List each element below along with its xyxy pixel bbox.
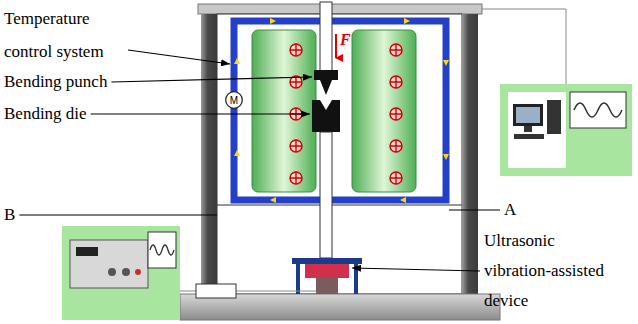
generator-panel — [62, 226, 180, 320]
flow-arrow-part — [270, 18, 276, 24]
punch-and-die — [312, 2, 340, 258]
circle-outline — [226, 92, 243, 109]
flow-arrow-part — [443, 154, 449, 160]
generator-panel-part — [70, 240, 148, 288]
generator-panel-part — [108, 268, 116, 276]
generator-panel-part — [76, 247, 98, 256]
punch-and-die-part — [312, 100, 340, 132]
node-text: M — [230, 95, 238, 106]
part-label: Bending punch — [4, 72, 107, 92]
frame-part — [217, 205, 462, 206]
ultrasonic-device-part — [296, 264, 300, 294]
flow-arrow — [234, 18, 449, 203]
frame-part — [217, 14, 462, 294]
leader-line — [352, 268, 480, 271]
frame — [180, 4, 500, 320]
generator-panel-part — [150, 245, 174, 255]
computer-panel-part — [570, 92, 626, 128]
force-arrow — [336, 34, 337, 58]
connector-box — [196, 284, 236, 298]
part-label: Bending die — [4, 104, 87, 124]
leader-line — [91, 113, 310, 114]
punch-and-die-part — [320, 2, 332, 72]
temperature-chamber-part — [352, 30, 416, 192]
ultrasonic-device-part — [316, 278, 338, 294]
frame-part — [198, 4, 482, 14]
generator-panel-part — [122, 268, 130, 276]
flow-arrow-part — [234, 58, 240, 64]
leader-line — [111, 77, 312, 82]
computer-panel — [500, 84, 632, 176]
flow-arrow-part — [234, 150, 240, 156]
generator-panel-part — [148, 232, 176, 268]
frame-part — [201, 14, 217, 294]
punch-and-die-part — [320, 132, 332, 258]
ultrasonic-device-part — [292, 258, 362, 264]
flow-arrow-part — [404, 18, 410, 24]
leader-line — [128, 50, 230, 64]
computer-panel-part — [500, 84, 632, 176]
generator-panel-part — [135, 269, 141, 275]
signal-wire-part — [236, 291, 316, 292]
computer-panel-part — [508, 92, 566, 168]
motor-circle: M — [225, 91, 243, 109]
temperature-chamber-part — [252, 30, 316, 192]
computer-panel-part — [574, 103, 622, 117]
temperature-chamber-part — [234, 21, 446, 200]
connector-box-part — [196, 284, 236, 298]
temperature-chamber — [234, 21, 446, 200]
part-label: Temperature control system — [4, 2, 124, 68]
signal-wire-part — [180, 291, 196, 292]
flow-arrow-part — [443, 60, 449, 66]
part-label: Ultrasonic vibration-assisted device — [484, 226, 620, 316]
ultrasonic-device — [292, 258, 362, 294]
computer-panel-part — [513, 104, 543, 126]
computer-panel-part — [516, 107, 540, 123]
force-label: F — [340, 30, 351, 50]
flow-arrow-part — [270, 197, 276, 203]
punch-and-die-part — [314, 70, 338, 95]
generator-panel-part — [62, 226, 180, 320]
boundary-label: A — [504, 200, 516, 220]
signal-wire-part — [482, 9, 566, 84]
ultrasonic-device-part — [305, 264, 349, 278]
frame-part — [462, 14, 478, 294]
force-arrow-part — [335, 34, 337, 58]
computer-panel-part — [547, 100, 561, 134]
computer-panel-part — [524, 126, 532, 132]
flow-arrow-part — [400, 197, 406, 203]
leader-line — [19, 214, 217, 215]
computer-panel-part — [514, 134, 544, 139]
leader-line — [449, 209, 500, 210]
boundary-label: B — [4, 205, 15, 225]
